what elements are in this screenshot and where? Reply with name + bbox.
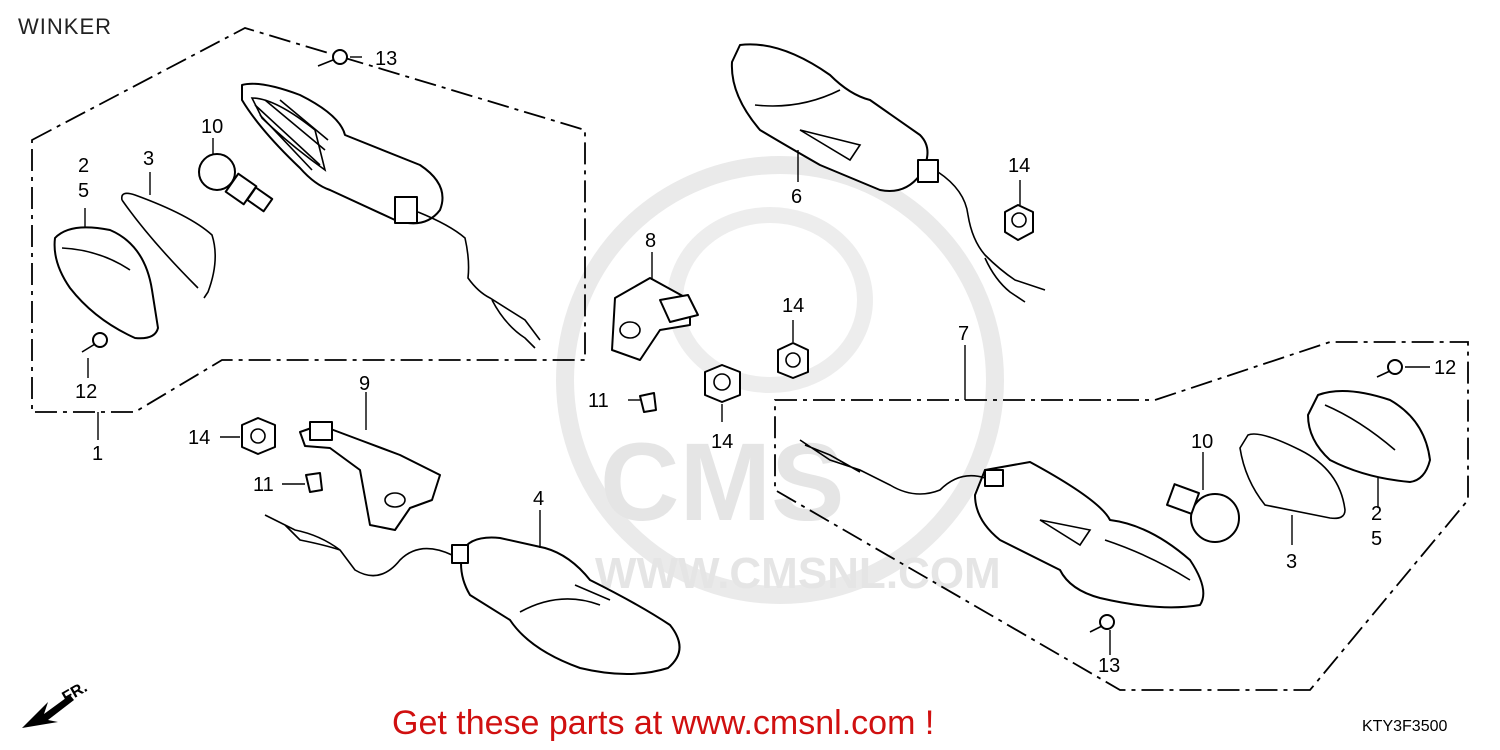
leader-lines	[84, 56, 1430, 655]
callout-9: 9	[359, 373, 370, 395]
callout-3: 3	[143, 148, 154, 170]
callout-7: 7	[958, 323, 969, 345]
footer-promo-text: Get these parts at www.cmsnl.com !	[392, 704, 935, 742]
callout-12: 12	[75, 381, 97, 403]
callout-14: 14	[782, 295, 804, 317]
rear-left-screw-bottom	[81, 332, 108, 353]
callout-11: 11	[253, 474, 274, 496]
callout-3: 3	[1286, 551, 1297, 573]
callout-10: 10	[201, 116, 223, 138]
right-bracket-bolt	[639, 392, 657, 413]
rear-right-assembly-frame	[774, 341, 1469, 691]
left-bracket-nut	[241, 417, 276, 455]
callout-12: 12	[1434, 357, 1456, 379]
front-right-winker-body	[730, 43, 1046, 303]
rear-left-winker-body	[241, 82, 541, 349]
callout-2: 2	[1371, 503, 1382, 525]
callout-14: 14	[188, 427, 210, 449]
front-left-winker-body	[264, 514, 681, 675]
diagram-title: WINKER	[18, 14, 112, 39]
rear-right-winker-body	[799, 439, 1205, 609]
callout-6: 6	[791, 186, 802, 208]
rear-right-bulb	[1166, 483, 1240, 543]
front-right-nut	[1004, 204, 1034, 241]
rear-left-lens	[53, 226, 159, 340]
callout-4: 4	[533, 488, 544, 510]
rear-left-screw-top	[317, 49, 348, 67]
callout-10: 10	[1191, 431, 1213, 453]
callout-2: 2	[78, 155, 89, 177]
rear-right-lens	[1307, 390, 1431, 483]
callout-5: 5	[1371, 528, 1382, 550]
callout-8: 8	[645, 230, 656, 252]
left-bracket-bolt	[305, 472, 323, 493]
forward-arrow-icon: FR.	[22, 679, 90, 728]
cmsnl-watermark: CMS WWW.CMSNL.COM	[556, 156, 1004, 604]
watermark-url-text: WWW.CMSNL.COM	[595, 549, 1001, 598]
callout-5: 5	[78, 180, 89, 202]
center-nut-b	[777, 342, 809, 379]
callout-13: 13	[375, 48, 397, 70]
diagram-code: KTY3F3500	[1362, 718, 1448, 735]
left-mount-bracket	[299, 421, 441, 531]
callout-11: 11	[588, 390, 609, 412]
rear-left-assembly-frame	[31, 27, 586, 413]
right-mount-bracket	[611, 277, 699, 361]
callout-1: 1	[92, 443, 103, 465]
rear-right-screw-bottom	[1089, 614, 1115, 633]
watermark-logo-text: CMS	[600, 421, 844, 544]
callout-labels: 1 2 5 3 10 13 12 6 14 8 11 14 14 7 12 2 …	[75, 48, 1456, 677]
rear-left-gasket	[120, 192, 216, 299]
callout-14: 14	[1008, 155, 1030, 177]
callout-13: 13	[1098, 655, 1120, 677]
center-nut-a	[704, 364, 741, 403]
rear-right-screw-top	[1376, 359, 1403, 378]
rear-left-bulb	[198, 153, 274, 213]
rear-right-gasket	[1239, 433, 1346, 520]
callout-14: 14	[711, 431, 733, 453]
